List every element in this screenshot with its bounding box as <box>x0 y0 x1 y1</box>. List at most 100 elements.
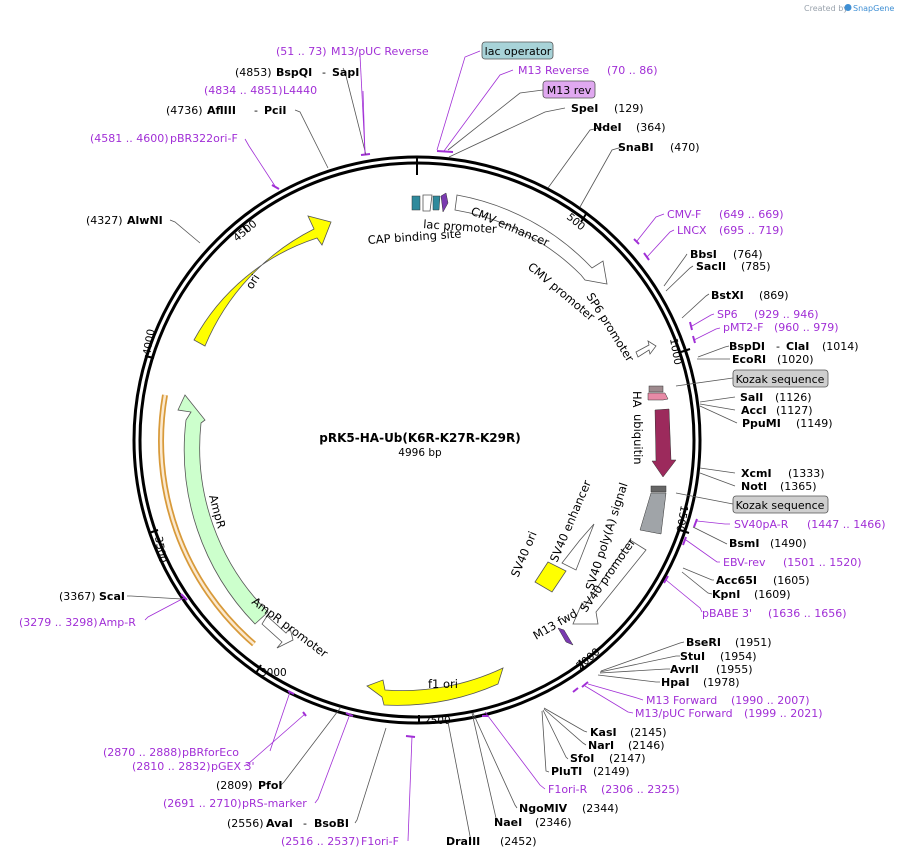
enzyme-pos-noti: (1365) <box>780 480 817 493</box>
ticks <box>144 157 691 724</box>
primer-name-pgex3: pGEX 3' <box>211 760 255 773</box>
enzyme-name-ppumi: PpuMI <box>742 417 781 430</box>
enzyme-name-kpni: KpnI <box>712 588 740 601</box>
label-f1-ori: f1 ori <box>428 677 458 691</box>
enzyme-pos-afliii: (4736) <box>166 104 203 117</box>
tick-label-1500: 1500 <box>673 504 689 532</box>
enzyme-name-sfoi: SfoI <box>570 752 594 765</box>
enzyme-name-draiii: DraIII <box>446 835 480 848</box>
primer-range-pgex3: (2810 .. 2832) <box>132 760 211 773</box>
primer-range-m13pucfwd: (1999 .. 2021) <box>744 707 823 720</box>
label-ampr-promoter: AmpR promoter <box>249 594 331 660</box>
label-sp6-promoter: SP6 promoter <box>583 290 637 364</box>
label-lac-promoter: lac promoter <box>423 217 498 236</box>
label-sv40-ori: SV40 ori <box>508 529 540 579</box>
enzyme-name-bsmi: BsmI <box>729 537 760 550</box>
feature-f1-ori <box>366 667 504 706</box>
tick-label-500: 500 <box>564 211 587 233</box>
primer-name-ebvrev: EBV-rev <box>723 556 766 569</box>
enzyme-name-bspdi: BspDI <box>729 340 765 353</box>
primer-range-lncx: (695 .. 719) <box>719 224 784 237</box>
feature-sv40-enhancer <box>561 523 595 571</box>
enzyme-pos-xcmi: (1333) <box>788 467 825 480</box>
primer-name-lncx: LNCX <box>677 224 707 237</box>
primer-name-pmt2f: pMT2-F <box>723 321 764 334</box>
enzyme-name-pfoi: PfoI <box>258 779 283 792</box>
primer-name-l4440: L4440 <box>283 84 317 97</box>
enzyme-pos-nari: (2146) <box>628 739 665 752</box>
enzyme-pos-avrii: (1955) <box>716 663 753 676</box>
enzyme-pos-kasi: (2145) <box>630 726 667 739</box>
primer-range-f1orif: (2516 .. 2537) <box>281 835 360 848</box>
kozak-box-1: Kozak sequence <box>732 369 829 388</box>
primer-range-ampr: (3279 .. 3298) <box>19 616 98 629</box>
enzyme-name-ngomiv: NgoMIV <box>519 802 568 815</box>
enzyme-name-alwni: AlwNI <box>127 214 163 227</box>
enzyme-name-acci: AccI <box>741 404 767 417</box>
enzyme-pos-sfoi: (2147) <box>609 752 646 765</box>
enzyme-name-clai: ClaI <box>786 340 809 353</box>
enzyme-pos-acci: (1127) <box>776 404 813 417</box>
enzyme-name-sacii: SacII <box>696 260 726 273</box>
enzyme-name-pcii: PciI <box>264 104 286 117</box>
enzyme-pos-pluti: (2149) <box>593 765 630 778</box>
brand-prefix: Created by <box>804 4 848 13</box>
feature-ampr <box>158 394 269 647</box>
enzyme-sep-bspdi: - <box>776 340 780 353</box>
enzyme-pos-ngomiv: (2344) <box>582 802 619 815</box>
enzyme-pos-draiii: (2452) <box>500 835 537 848</box>
primer-marks <box>180 150 698 738</box>
primer-name-cmvf: CMV-F <box>667 208 701 221</box>
feature-kozak-1 <box>648 385 664 393</box>
label-ori: ori <box>243 271 263 291</box>
enzyme-pos-pfoi: (2809) <box>216 779 253 792</box>
enzyme-name-sali: SalI <box>740 391 763 404</box>
primer-name-m13-reverse: M13 Reverse <box>518 64 589 77</box>
enzyme-pos-spei: (129) <box>614 102 644 115</box>
primer-range-pbabe3: (1636 .. 1656) <box>768 607 847 620</box>
enzyme-name-snabi: SnaBI <box>618 141 654 154</box>
enzyme-pos-bseri: (1951) <box>735 636 772 649</box>
primer-name-m13fwd: M13 Forward <box>646 694 717 707</box>
feature-ampr-promoter <box>261 615 294 649</box>
enzyme-sep-avai: - <box>303 817 307 830</box>
primer-name-f1orir: F1ori-R <box>548 783 588 796</box>
tick-label-4000: 4000 <box>141 328 157 356</box>
feature-m13-fwd <box>557 627 574 646</box>
enzyme-name-stui: StuI <box>680 650 705 663</box>
enzyme-pos-snabi: (470) <box>670 141 700 154</box>
enzyme-pos-ndei: (364) <box>636 121 666 134</box>
enzyme-name-bstxi: BstXI <box>711 289 744 302</box>
feature-cap-binding-site <box>411 195 421 211</box>
enzyme-pos-acc65i: (1605) <box>773 574 810 587</box>
feature-ubiquitin <box>651 408 677 478</box>
primer-range-m13fwd: (1990 .. 2007) <box>731 694 810 707</box>
primer-name-ampr: Amp-R <box>99 616 136 629</box>
enzyme-name-avai: AvaI <box>266 817 293 830</box>
tick-label-3000: 3000 <box>260 667 287 679</box>
enzyme-name-sapi: SapI <box>332 66 359 79</box>
label-ubiquitin: ubiquitin <box>631 414 645 465</box>
enzyme-pos-stui: (1954) <box>720 650 757 663</box>
enzyme-pos-hpai: (1978) <box>703 676 740 689</box>
enzyme-name-scai: ScaI <box>99 590 125 603</box>
enzyme-sep-bspqi: - <box>322 66 326 79</box>
m13-rev-label: M13 rev <box>547 84 592 97</box>
label-sv40-enhancer: SV40 enhancer <box>547 478 594 564</box>
enzyme-name-hpai: HpaI <box>661 676 690 689</box>
snapgene-logo-icon <box>844 4 852 11</box>
enzyme-name-ndei: NdeI <box>593 121 622 134</box>
label-cap-binding-site: CAP binding site <box>367 226 462 247</box>
primer-range-f1orir: (2306 .. 2325) <box>601 783 680 796</box>
feature-lac-promoter <box>422 192 449 213</box>
enzyme-name-acc65i: Acc65I <box>716 574 757 587</box>
primer-name-m13puc-rev: M13/pUC Reverse <box>331 45 429 58</box>
primer-name-pbrforeco: pBRforEco <box>182 746 239 759</box>
primer-range-m13puc-rev: (51 .. 73) <box>276 45 327 58</box>
primer-range-pbr322ori: (4581 .. 4600) <box>90 132 169 145</box>
primer-name-prsmarker: pRS-marker <box>242 797 307 810</box>
primer-name-sv40par: SV40pA-R <box>734 518 789 531</box>
tick-label-1000: 1000 <box>667 337 683 365</box>
enzyme-pos-bsmi: (1490) <box>770 537 807 550</box>
